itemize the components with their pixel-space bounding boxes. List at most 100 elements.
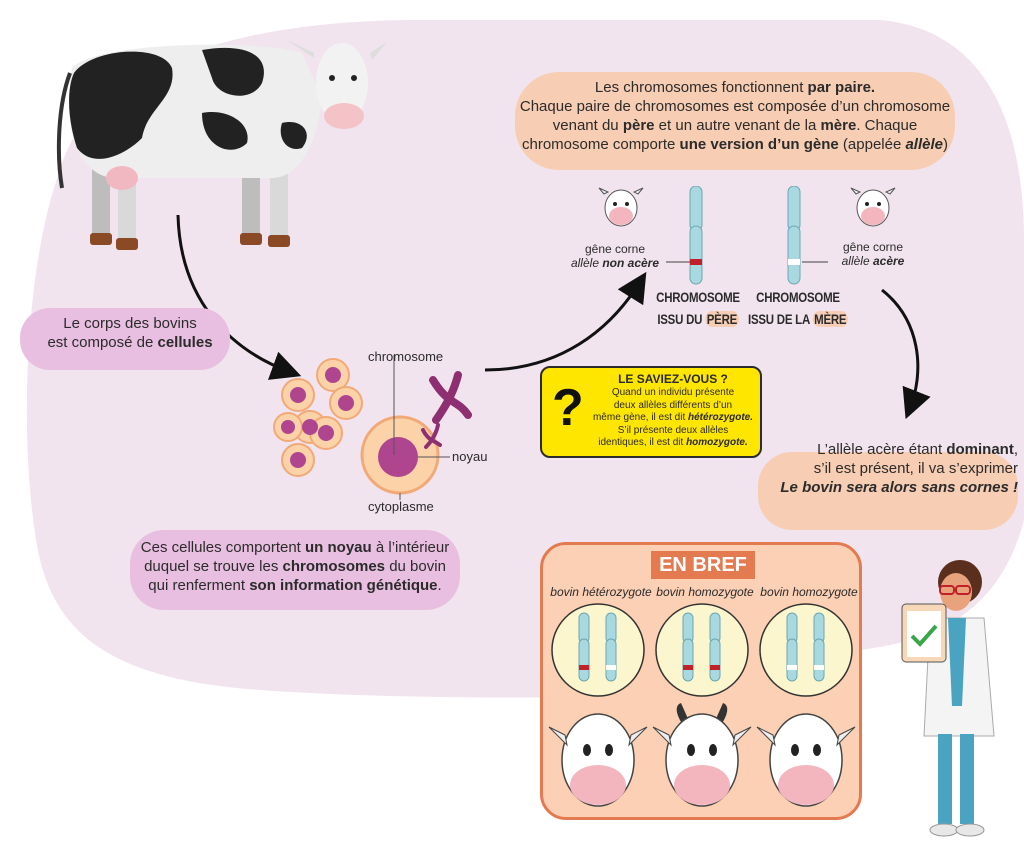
- cells-l3-prefix: qui renferment: [148, 577, 250, 594]
- dominant-l1-bold: dominant: [946, 441, 1014, 458]
- cells-l3-bold: son information génétique: [249, 577, 438, 594]
- pairs-line-2: Chaque paire de chromosomes est composée…: [519, 98, 951, 115]
- summary-title: EN BREF: [659, 554, 747, 576]
- dominant-line-3: Le bovin sera alors sans cornes !: [760, 478, 1018, 497]
- label-noyau: noyau: [452, 449, 488, 464]
- mother-gene: gêne corne: [842, 240, 904, 254]
- mother-cow-head-icon: [850, 187, 896, 227]
- summary-box: EN BREF bovin hétérozygote bovin homozyg…: [540, 542, 862, 820]
- intro-line-1: Le corps des bovins: [63, 315, 197, 332]
- pairs-text: Les chromosomes fonctionnent par paire. …: [490, 78, 980, 154]
- pairs-l4-prefix: chromosome comporte: [521, 136, 680, 153]
- father-allele: allèle non acère: [560, 256, 670, 270]
- pairs-text-highlight: [515, 72, 955, 170]
- mother-title-2-prefix: ISSU DE LA: [748, 311, 813, 327]
- intro-highlight: [20, 308, 230, 370]
- intro-line-2-prefix: est composé de: [47, 334, 158, 351]
- saviez-l3-prefix: même gène, il est dit: [592, 412, 689, 423]
- saviez-l1: Quand un individu présente: [611, 387, 735, 398]
- intro-line-2: est composé de cellules: [30, 333, 230, 352]
- pairs-l4-bold: une version d’un gène: [679, 136, 839, 153]
- arrow-cells-to-chromosomes: [484, 271, 647, 372]
- father-allele-prefix: allèle: [570, 256, 603, 270]
- mother-allele-prefix: allèle: [841, 254, 873, 268]
- arrow-chromosomes-to-conclusion: [881, 288, 931, 420]
- veterinarian-illustration: [901, 560, 995, 837]
- father-chromosome: [689, 186, 703, 285]
- father-title-2-hl: PÈRE: [705, 311, 739, 327]
- mother-chromosome: [787, 186, 801, 285]
- did-you-know-title: LE SAVIEZ-VOUS ?: [618, 372, 728, 386]
- father-gene: gêne corne: [584, 242, 646, 256]
- cells-line-2: duquel se trouve les chromosomes du bovi…: [120, 557, 470, 576]
- did-you-know-body: Quand un individu présente deux allèles …: [588, 387, 758, 450]
- dominant-conclusion: Le bovin sera alors sans cornes !: [780, 479, 1018, 496]
- dominant-text-highlight: [758, 452, 1018, 530]
- pairs-l3-mere: mère: [820, 117, 857, 134]
- cells-l1-suffix: à l’intérieur: [371, 539, 450, 556]
- case-2-label: bovin homozygote: [656, 585, 754, 599]
- pairs-l4-allele: allèle: [905, 136, 943, 153]
- pairs-l3-prefix: venant du: [552, 117, 623, 134]
- dominant-l1-prefix: L’allèle acère étant: [817, 441, 947, 458]
- saviez-l2: deux allèles différents d’un: [613, 399, 733, 411]
- summary-title-badge: EN BREF: [651, 551, 755, 579]
- pairs-line-1: Les chromosomes fonctionnent par paire.: [490, 78, 980, 97]
- pairs-l3-mid: et un autre venant de la: [654, 117, 821, 134]
- father-allele-value: non acère: [602, 256, 660, 270]
- father-title-1: CHROMOSOME: [656, 289, 740, 305]
- dominant-text: L’allèle acère étant dominant, s’il est …: [760, 440, 1018, 497]
- father-title-2: ISSU DU PÈRE: [650, 308, 745, 330]
- cells-l1-bold: un noyau: [305, 539, 372, 556]
- intro-text: Le corps des bovins est composé de cellu…: [30, 314, 230, 352]
- mother-title-1: CHROMOSOME: [756, 289, 840, 305]
- father-chromosome-title: CHROMOSOME ISSU DU PÈRE: [650, 286, 745, 330]
- cells-l2-suffix: du bovin: [385, 558, 446, 575]
- mother-title-2: ISSU DE LA MÈRE: [747, 308, 849, 330]
- mother-chromosome-title: CHROMOSOME ISSU DE LA MÈRE: [747, 286, 849, 330]
- cells-l1-prefix: Ces cellules comportent: [140, 539, 306, 556]
- case-1-label: bovin hétérozygote: [550, 585, 652, 599]
- father-cow-head-icon: [598, 187, 644, 227]
- pairs-line-4: chromosome comporte une version d’un gèn…: [490, 135, 980, 154]
- question-mark-icon: ?: [552, 379, 584, 437]
- mother-title-2-hl: MÈRE: [812, 311, 848, 327]
- father-title-2-prefix: ISSU DU: [657, 311, 706, 327]
- saviez-l4: S’il présente deux allèles: [617, 424, 729, 436]
- pairs-l1-prefix: Les chromosomes fonctionnent: [594, 79, 808, 96]
- cells-text: Ces cellules comportent un noyau à l’int…: [120, 538, 470, 595]
- cells-l2-bold: chromosomes: [282, 558, 386, 575]
- pairs-l4-mid: (appelée: [838, 136, 906, 153]
- cow-illustration: [56, 40, 387, 250]
- did-you-know-content: LE SAVIEZ-VOUS ? Quand un individu prése…: [588, 372, 758, 450]
- label-cytoplasme: cytoplasme: [368, 499, 434, 514]
- cells-l2-prefix: duquel se trouve les: [144, 558, 283, 575]
- cells-l3-suffix: .: [437, 577, 442, 594]
- pairs-l1-bold: par paire.: [807, 79, 876, 96]
- dominant-l1-suffix: ,: [1013, 441, 1018, 458]
- pairs-line-3: venant du père et un autre venant de la …: [490, 116, 980, 135]
- cells-line-3: qui renferment son information génétique…: [120, 576, 470, 595]
- pairs-l4-suffix: ): [943, 136, 948, 153]
- mother-gene-label: gêne corne allèle acère: [818, 240, 928, 268]
- case-3-label: bovin homozygote: [760, 585, 858, 599]
- intro-cellules: cellules: [157, 334, 213, 351]
- dominant-line-2: s’il est présent, il va s’exprimer: [813, 460, 1018, 477]
- did-you-know-box: ? LE SAVIEZ-VOUS ? Quand un individu pré…: [540, 366, 762, 458]
- saviez-l5-prefix: identiques, il est dit: [598, 437, 687, 448]
- father-gene-label: gêne corne allèle non acère: [560, 242, 670, 270]
- mother-allele: allèle acère: [818, 254, 928, 268]
- saviez-l5: identiques, il est dit homozygote.: [588, 437, 758, 450]
- pairs-l3-suffix: . Chaque: [856, 117, 918, 134]
- saviez-homozygote: homozygote.: [686, 437, 748, 448]
- pairs-l3-pere: père: [622, 117, 655, 134]
- dominant-line-1: L’allèle acère étant dominant,: [760, 440, 1018, 459]
- cells-cluster: [273, 355, 472, 500]
- label-chromosome: chromosome: [368, 349, 444, 364]
- mother-allele-value: acère: [872, 254, 905, 268]
- cells-line-1: Ces cellules comportent un noyau à l’int…: [120, 538, 470, 557]
- summary-cases: [548, 603, 856, 807]
- cells-text-highlight: [130, 530, 460, 610]
- saviez-l3: même gène, il est dit hétérozygote.: [588, 412, 758, 425]
